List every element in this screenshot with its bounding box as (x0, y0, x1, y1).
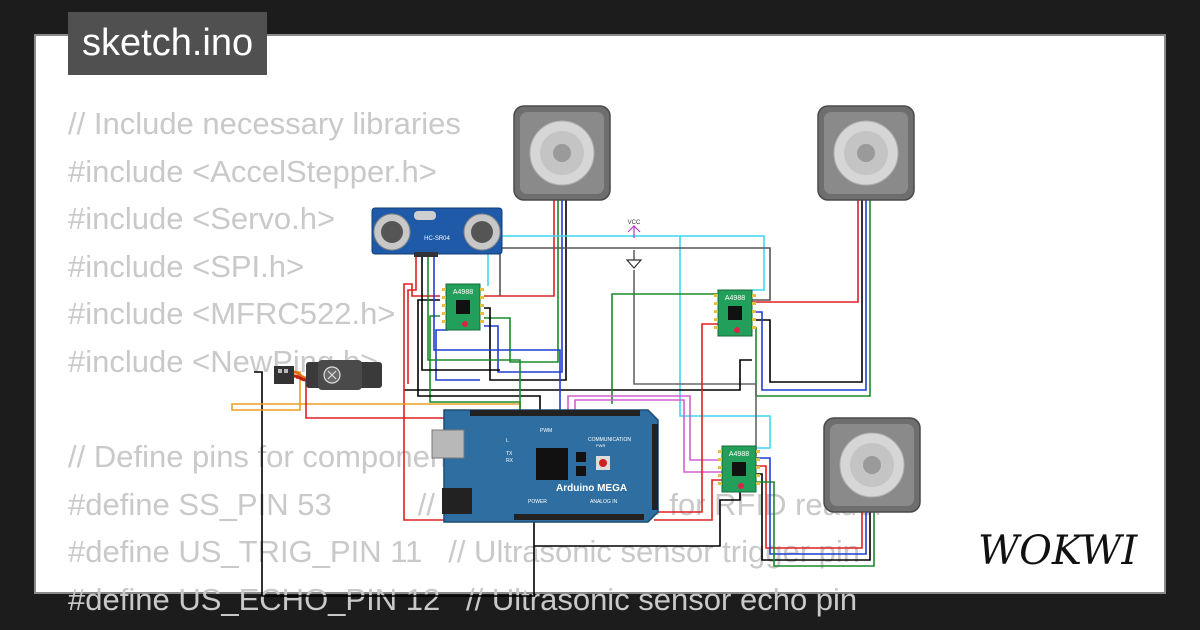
stepper-driver-1: A4988 (442, 283, 484, 331)
driver-label: A4988 (453, 289, 473, 296)
code-line: #include <AccelStepper.h> (68, 153, 437, 189)
board-name: Arduino MEGA (556, 483, 627, 494)
board-on-label: PWR (596, 443, 605, 448)
wires (231, 200, 875, 597)
ultrasonic-label: HC-SR04 (424, 236, 450, 242)
ultrasonic-sensor: HC-SR04 (371, 207, 503, 257)
vcc-symbol: VCC (627, 220, 641, 238)
driver-label: A4988 (725, 295, 745, 302)
code-line: #define US_ECHO_PIN 12 // Ultrasonic sen… (68, 581, 858, 617)
code-line: #include <SPI.h> (68, 248, 305, 284)
code-line: // Include necessary libraries (68, 106, 461, 141)
board-led-tx: TX (506, 451, 513, 457)
board-analog-label: ANALOG IN (590, 499, 618, 505)
stepper-motor-3 (823, 417, 921, 513)
board-led-l: L (506, 438, 509, 444)
code-line: #include <MFRC522.h> (68, 296, 396, 332)
stepper-motor-2 (817, 105, 915, 201)
stepper-driver-3: A4988 (718, 445, 760, 493)
brand-wordmark: WOKWI (978, 528, 1138, 574)
board-pwm-label: PWM (540, 428, 552, 434)
driver-label: A4988 (729, 451, 749, 458)
code-line: #include <Servo.h> (68, 201, 336, 237)
arduino-mega-board: PWM COMMUNICATION PWR L TX RX Arduino ME… (431, 409, 659, 523)
ground-symbol (625, 250, 643, 269)
wokwi-logo: WOKWI (978, 528, 1138, 574)
servo-motor (274, 360, 382, 390)
stepper-motor-1 (513, 105, 611, 201)
file-tab: sketch.ino (68, 12, 268, 75)
board-communication-label: COMMUNICATION (588, 437, 631, 443)
code-line: #define US_TRIG_PIN 11 // Ultrasonic sen… (68, 534, 860, 570)
vcc-label: VCC (628, 220, 641, 226)
board-power-label: POWER (528, 499, 547, 505)
board-led-rx: RX (506, 458, 514, 464)
stepper-driver-2: A4988 (714, 289, 756, 337)
